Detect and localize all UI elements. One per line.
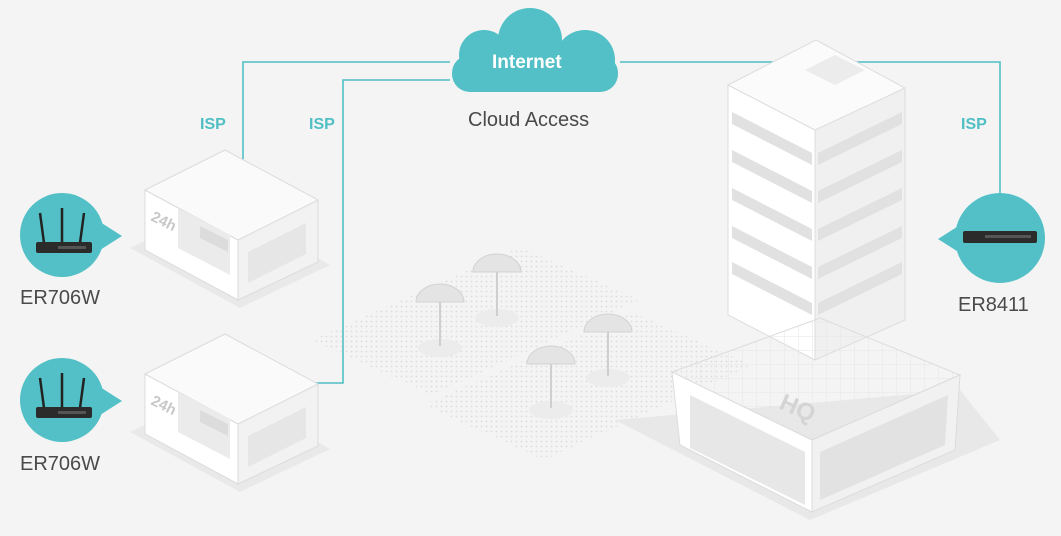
umbrella-tables <box>415 253 633 419</box>
isp-line-top-store <box>242 61 450 185</box>
isp-label-right: ISP <box>961 116 987 133</box>
router-label-bottom-left: ER706W <box>20 453 101 475</box>
store-building-top: 24h <box>130 149 330 308</box>
router-er8411 <box>938 193 1045 283</box>
cloud-access-caption: Cloud Access <box>468 109 590 131</box>
router-er706w-bottom-icon <box>36 373 92 418</box>
internet-label: Internet <box>492 52 562 73</box>
isp-label-left-2: ISP <box>309 116 335 133</box>
connection-lines <box>242 61 1001 384</box>
isp-line-hq <box>620 61 1001 196</box>
router-label-right: ER8411 <box>958 294 1029 316</box>
store-building-bottom: 24h <box>130 333 330 492</box>
plaza <box>312 247 752 460</box>
router-label-top-left: ER706W <box>20 287 101 309</box>
hq-building: HQ <box>615 39 1000 520</box>
isp-label-left-1: ISP <box>200 116 226 133</box>
router-er706w-bottom <box>20 358 122 442</box>
isp-line-bottom-store <box>300 79 450 384</box>
router-er706w-top <box>20 193 122 277</box>
router-er8411-icon <box>963 231 1037 243</box>
router-er706w-top-icon <box>36 208 92 253</box>
internet-cloud <box>452 8 618 92</box>
